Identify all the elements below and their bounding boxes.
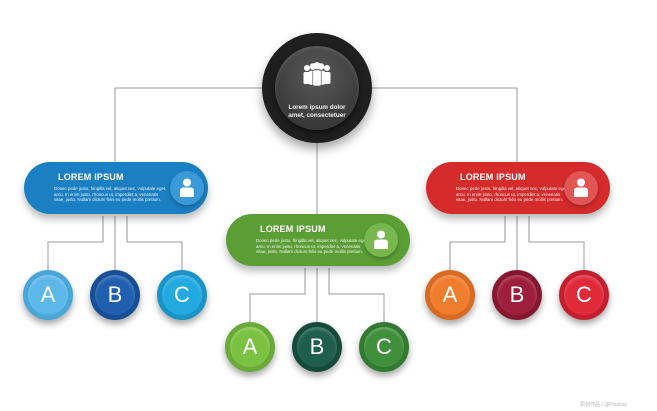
- node-green-b: B: [292, 322, 342, 372]
- card-red: LOREM IPSUM Donec pede justo, fringilla …: [426, 162, 610, 214]
- node-green-c: C: [359, 322, 409, 372]
- card-body: Donec pede justo, fringilla vel, aliquet…: [256, 238, 369, 255]
- connector-root-left: [114, 87, 262, 162]
- node-red-b: B: [492, 270, 542, 320]
- connector-blue-a: [47, 216, 104, 272]
- connector-green-a: [249, 268, 306, 322]
- group-people-icon: [303, 62, 331, 87]
- node-label: B: [497, 275, 537, 315]
- root-text: Lorem ipsum dolor amet, consectetuer: [288, 104, 346, 119]
- card-title: LOREM IPSUM: [58, 172, 124, 182]
- card-title: LOREM IPSUM: [260, 224, 326, 234]
- root-node-inner: Lorem ipsum dolor amet, consectetuer: [275, 46, 359, 130]
- person-icon: [564, 171, 598, 205]
- connector-red-c: [528, 216, 585, 272]
- connector-root-right: [372, 87, 518, 162]
- watermark: 原创作品 / @Pixabay: [579, 402, 627, 408]
- node-blue-c: C: [157, 270, 207, 320]
- person-icon: [170, 171, 204, 205]
- node-green-a: A: [225, 322, 275, 372]
- node-label: A: [430, 275, 470, 315]
- root-node: Lorem ipsum dolor amet, consectetuer: [262, 33, 372, 143]
- card-green: LOREM IPSUM Donec pede justo, fringilla …: [226, 214, 410, 266]
- node-label: A: [28, 275, 68, 315]
- connector-red-a: [449, 216, 506, 272]
- connector-green-c: [328, 268, 385, 322]
- node-label: C: [564, 275, 604, 315]
- connector-blue-c: [126, 216, 183, 272]
- node-red-c: C: [559, 270, 609, 320]
- node-label: A: [230, 327, 270, 367]
- node-blue-a: A: [23, 270, 73, 320]
- node-label: B: [297, 327, 337, 367]
- node-label: C: [162, 275, 202, 315]
- card-body: Donec pede justo, fringilla vel, aliquet…: [456, 186, 569, 203]
- node-label: C: [364, 327, 404, 367]
- card-blue: LOREM IPSUM Donec pede justo, fringilla …: [24, 162, 208, 214]
- node-red-a: A: [425, 270, 475, 320]
- card-body: Donec pede justo, fringilla vel, aliquet…: [54, 186, 167, 203]
- node-blue-b: B: [90, 270, 140, 320]
- card-title: LOREM IPSUM: [460, 172, 526, 182]
- person-icon: [364, 223, 398, 257]
- node-label: B: [95, 275, 135, 315]
